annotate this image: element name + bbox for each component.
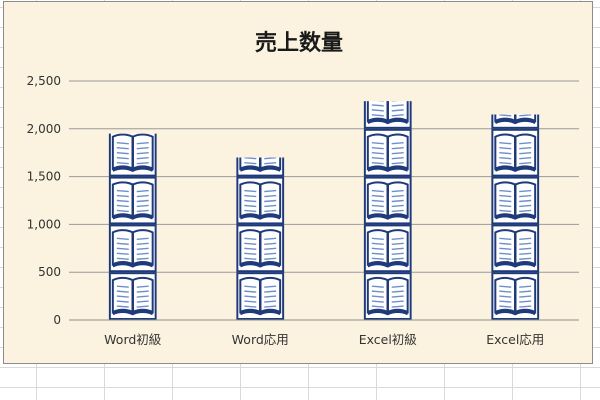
open-book-icon xyxy=(108,133,157,177)
bar xyxy=(236,157,285,320)
chart-title: 売上数量 xyxy=(255,30,343,56)
open-book-icon xyxy=(363,101,412,129)
open-book-icon xyxy=(363,272,412,320)
y-tick-label: 500 xyxy=(38,265,61,279)
open-book-icon xyxy=(236,176,285,225)
open-book-icon xyxy=(236,157,285,177)
open-book-icon xyxy=(491,114,540,129)
open-book-icon xyxy=(491,224,540,273)
open-book-icon xyxy=(491,272,540,320)
open-book-icon xyxy=(491,128,540,177)
open-book-icon xyxy=(236,272,285,320)
open-book-icon xyxy=(363,176,412,225)
y-tick-label: 0 xyxy=(53,313,61,327)
open-book-icon xyxy=(363,224,412,273)
open-book-icon xyxy=(108,272,157,320)
x-category-label: Word初級 xyxy=(104,332,162,347)
open-book-icon xyxy=(108,224,157,273)
y-tick-label: 2,000 xyxy=(27,122,61,136)
y-axis-ticks: 0 500 1,000 1,500 2,000 2,500 xyxy=(27,74,61,327)
open-book-icon xyxy=(236,224,285,273)
x-category-label: Word応用 xyxy=(232,332,289,347)
open-book-icon xyxy=(108,176,157,225)
bar xyxy=(363,101,412,320)
y-tick-label: 2,500 xyxy=(27,74,61,88)
bar xyxy=(491,114,540,320)
y-tick-label: 1,500 xyxy=(27,170,61,184)
open-book-icon xyxy=(491,176,540,225)
x-category-label: Excel初級 xyxy=(359,332,418,347)
bars xyxy=(108,101,540,320)
x-category-label: Excel応用 xyxy=(486,332,544,347)
open-book-icon xyxy=(363,128,412,177)
y-tick-label: 1,000 xyxy=(27,217,61,231)
x-axis-categories: Word初級 Word応用 Excel初級 Excel応用 xyxy=(104,332,544,347)
bar xyxy=(108,133,157,320)
